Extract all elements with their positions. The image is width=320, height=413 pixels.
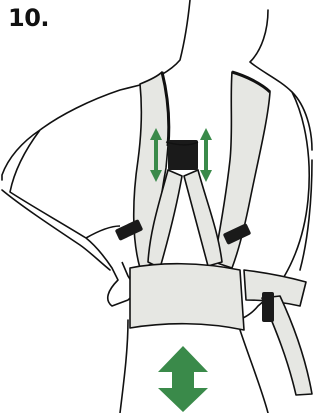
back-strap-connector: [166, 140, 198, 170]
waist-belt: [130, 264, 312, 395]
adjust-up-down-arrow-icon: [158, 346, 208, 412]
waist-buckle: [262, 292, 274, 322]
left-arm: [10, 130, 133, 306]
adjust-up-down-arrow-icon: [200, 128, 212, 182]
